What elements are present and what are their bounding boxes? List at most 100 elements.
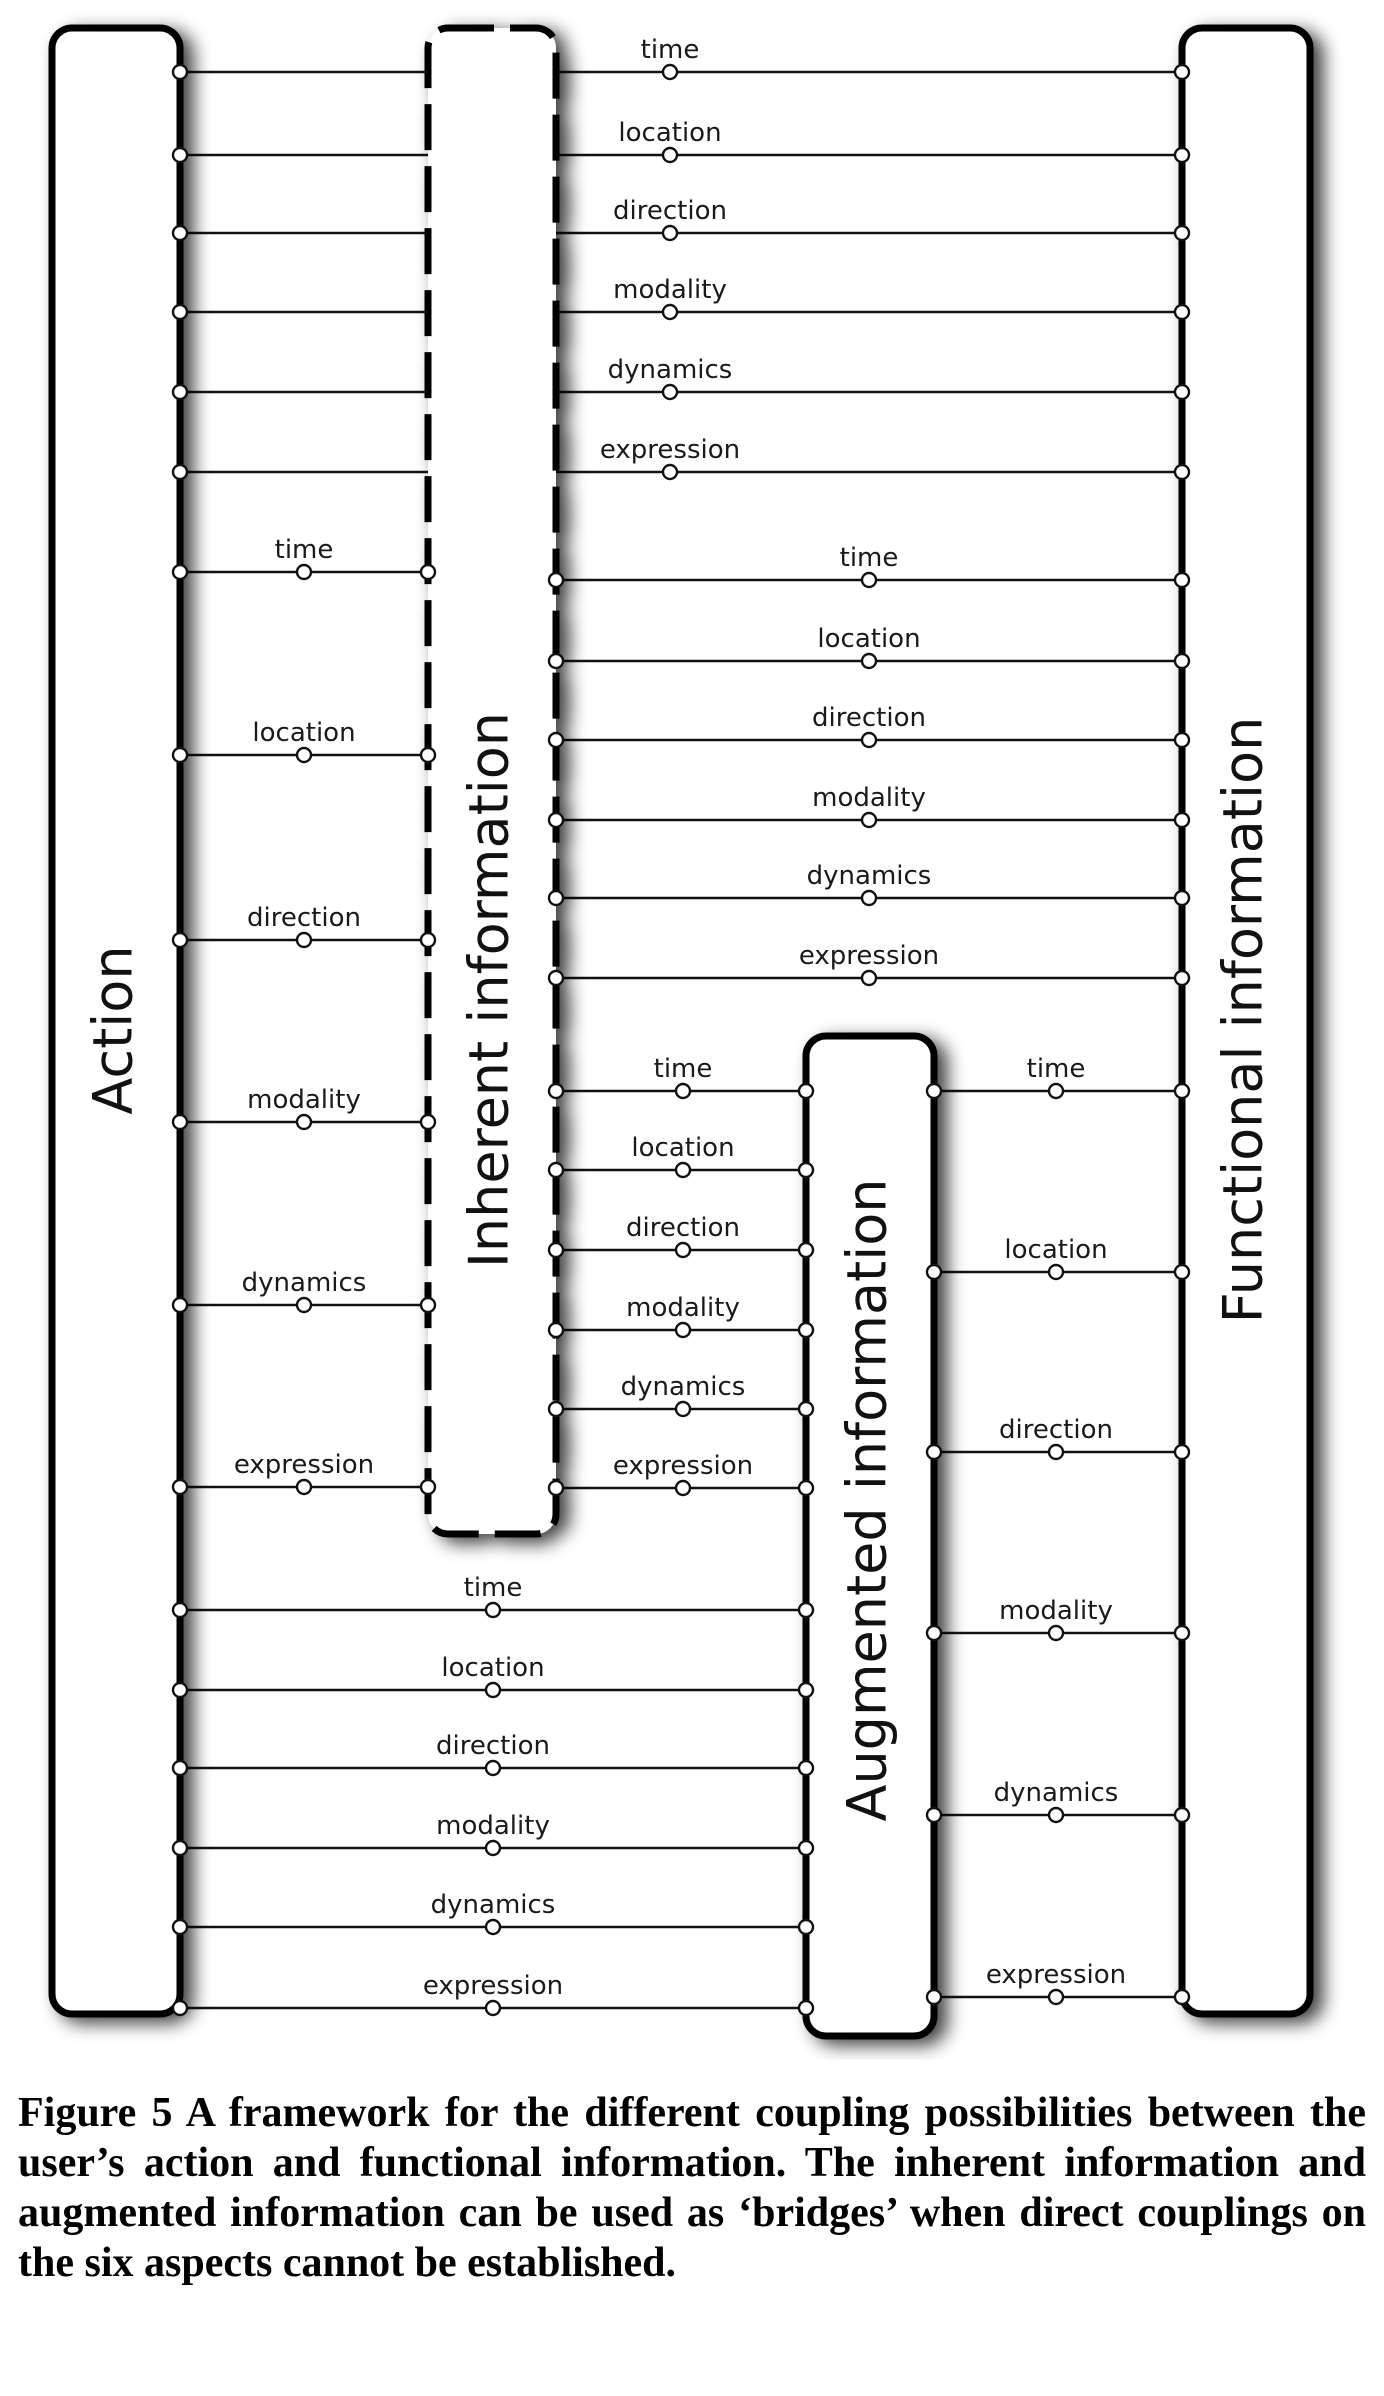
action-augmented-location-node-mid bbox=[484, 1681, 502, 1699]
augmented-functional-dynamics-node-start bbox=[925, 1806, 943, 1824]
augmented-functional-expression-label: expression bbox=[986, 1960, 1126, 1990]
action-inherent-expression-node-mid bbox=[295, 1478, 313, 1496]
inherent-functional-expression-label: expression bbox=[799, 941, 939, 971]
inherent-augmented-modality-node-mid bbox=[674, 1321, 692, 1339]
action-augmented-modality-node-start bbox=[171, 1839, 189, 1857]
coupling-framework-diagram: Action Inherent information Augmented in… bbox=[48, 24, 1314, 2040]
augmented-functional-expression-node-start bbox=[925, 1988, 943, 2006]
action-augmented-expression-label: expression bbox=[423, 1971, 563, 2001]
inherent-augmented-modality-node-end bbox=[797, 1321, 815, 1339]
action-functional-modality-node-mid bbox=[661, 303, 679, 321]
action-functional-dynamics-node-end bbox=[1173, 383, 1191, 401]
augmented-functional-location-label: location bbox=[1004, 1235, 1107, 1265]
augmented-information-label: Augmented information bbox=[836, 1179, 899, 1822]
action-inherent-direction-node-start bbox=[171, 931, 189, 949]
action-augmented-dynamics-node-start bbox=[171, 1918, 189, 1936]
inherent-functional-location-node-mid bbox=[860, 652, 878, 670]
action-functional-time-node-start bbox=[171, 63, 189, 81]
augmented-information-pill bbox=[802, 1032, 938, 2040]
action-augmented-direction-node-end bbox=[797, 1759, 815, 1777]
augmented-functional-modality-node-start bbox=[925, 1624, 943, 1642]
action-augmented-location-label: location bbox=[441, 1653, 544, 1683]
inherent-augmented-dynamics-node-end bbox=[797, 1400, 815, 1418]
augmented-functional-expression-node-end bbox=[1173, 1988, 1191, 2006]
action-augmented-time-node-end bbox=[797, 1601, 815, 1619]
action-inherent-expression-label: expression bbox=[234, 1450, 374, 1480]
inherent-functional-modality-label: modality bbox=[812, 783, 926, 813]
inherent-augmented-expression-node-end bbox=[797, 1479, 815, 1497]
action-augmented-direction-label: direction bbox=[436, 1731, 550, 1761]
inherent-functional-modality-node-start bbox=[547, 811, 565, 829]
augmented-functional-modality-label: modality bbox=[999, 1596, 1113, 1626]
functional-information-label: Functional information bbox=[1212, 717, 1275, 1324]
inherent-functional-dynamics-node-start bbox=[547, 889, 565, 907]
coupling-marks: time location direction modality dynamics exp… bbox=[171, 35, 1191, 2017]
inherent-functional-location-node-start bbox=[547, 652, 565, 670]
inherent-augmented-location-node-start bbox=[547, 1161, 565, 1179]
inherent-functional-time-node-end bbox=[1173, 571, 1191, 589]
augmented-functional-expression-node-mid bbox=[1047, 1988, 1065, 2006]
action-inherent-time-node-end bbox=[419, 563, 437, 581]
action-augmented-expression-node-mid bbox=[484, 1999, 502, 2017]
inherent-augmented-time-node-mid bbox=[674, 1082, 692, 1100]
action-augmented-modality-node-mid bbox=[484, 1839, 502, 1857]
action-functional-location-node-start bbox=[171, 146, 189, 164]
inherent-functional-location-node-end bbox=[1173, 652, 1191, 670]
action-augmented-dynamics-node-mid bbox=[484, 1918, 502, 1936]
action-inherent-direction-node-mid bbox=[295, 931, 313, 949]
action-inherent-dynamics-node-start bbox=[171, 1296, 189, 1314]
action-augmented-direction-node-mid bbox=[484, 1759, 502, 1777]
inherent-augmented-dynamics-node-start bbox=[547, 1400, 565, 1418]
action-augmented-expression-node-end bbox=[797, 1999, 815, 2017]
inherent-functional-direction-label: direction bbox=[812, 703, 926, 733]
inherent-augmented-location-node-end bbox=[797, 1161, 815, 1179]
augmented-functional-location-node-mid bbox=[1047, 1263, 1065, 1281]
action-augmented-location-node-start bbox=[171, 1681, 189, 1699]
augmented-functional-time-node-start bbox=[925, 1082, 943, 1100]
action-inherent-direction-node-end bbox=[419, 931, 437, 949]
inherent-augmented-modality-node-start bbox=[547, 1321, 565, 1339]
inherent-functional-modality-node-mid bbox=[860, 811, 878, 829]
inherent-augmented-dynamics-node-mid bbox=[674, 1400, 692, 1418]
inherent-functional-expression-node-start bbox=[547, 969, 565, 987]
action-functional-modality-node-start bbox=[171, 303, 189, 321]
action-inherent-location-node-end bbox=[419, 746, 437, 764]
inherent-functional-time-node-start bbox=[547, 571, 565, 589]
augmented-functional-direction-node-end bbox=[1173, 1443, 1191, 1461]
action-functional-direction-node-start bbox=[171, 224, 189, 242]
augmented-functional-time-label: time bbox=[1027, 1054, 1086, 1084]
inherent-augmented-expression-node-mid bbox=[674, 1479, 692, 1497]
augmented-functional-dynamics-node-end bbox=[1173, 1806, 1191, 1824]
inherent-functional-direction-node-mid bbox=[860, 731, 878, 749]
inherent-augmented-direction-node-end bbox=[797, 1241, 815, 1259]
action-functional-dynamics-label: dynamics bbox=[608, 355, 733, 385]
augmented-functional-time-node-mid bbox=[1047, 1082, 1065, 1100]
action-inherent-modality-node-start bbox=[171, 1113, 189, 1131]
action-inherent-modality-label: modality bbox=[247, 1085, 361, 1115]
inherent-augmented-expression-label: expression bbox=[613, 1451, 753, 1481]
action-functional-time-label: time bbox=[641, 35, 700, 65]
action-augmented-modality-node-end bbox=[797, 1839, 815, 1857]
augmented-functional-modality-node-mid bbox=[1047, 1624, 1065, 1642]
inherent-information-label: Inherent information bbox=[458, 712, 521, 1268]
action-inherent-time-node-mid bbox=[295, 563, 313, 581]
action-functional-modality-node-end bbox=[1173, 303, 1191, 321]
action-inherent-dynamics-label: dynamics bbox=[242, 1268, 367, 1298]
action-functional-location-label: location bbox=[618, 118, 721, 148]
action-label: Action bbox=[82, 945, 145, 1114]
action-functional-time-node-mid bbox=[661, 63, 679, 81]
action-inherent-location-node-start bbox=[171, 746, 189, 764]
action-inherent-time-node-start bbox=[171, 563, 189, 581]
augmented-functional-dynamics-node-mid bbox=[1047, 1806, 1065, 1824]
action-inherent-location-node-mid bbox=[295, 746, 313, 764]
figure-caption: Figure 5 A framework for the different c… bbox=[18, 2090, 1366, 2286]
augmented-functional-direction-node-mid bbox=[1047, 1443, 1065, 1461]
action-inherent-expression-node-start bbox=[171, 1478, 189, 1496]
action-functional-expression-label: expression bbox=[600, 435, 740, 465]
inherent-functional-dynamics-node-mid bbox=[860, 889, 878, 907]
action-augmented-time-label: time bbox=[464, 1573, 523, 1603]
action-augmented-expression-node-start bbox=[171, 1999, 189, 2017]
functional-information-pill bbox=[1178, 24, 1314, 2018]
action-functional-location-node-end bbox=[1173, 146, 1191, 164]
action-functional-direction-label: direction bbox=[613, 196, 727, 226]
